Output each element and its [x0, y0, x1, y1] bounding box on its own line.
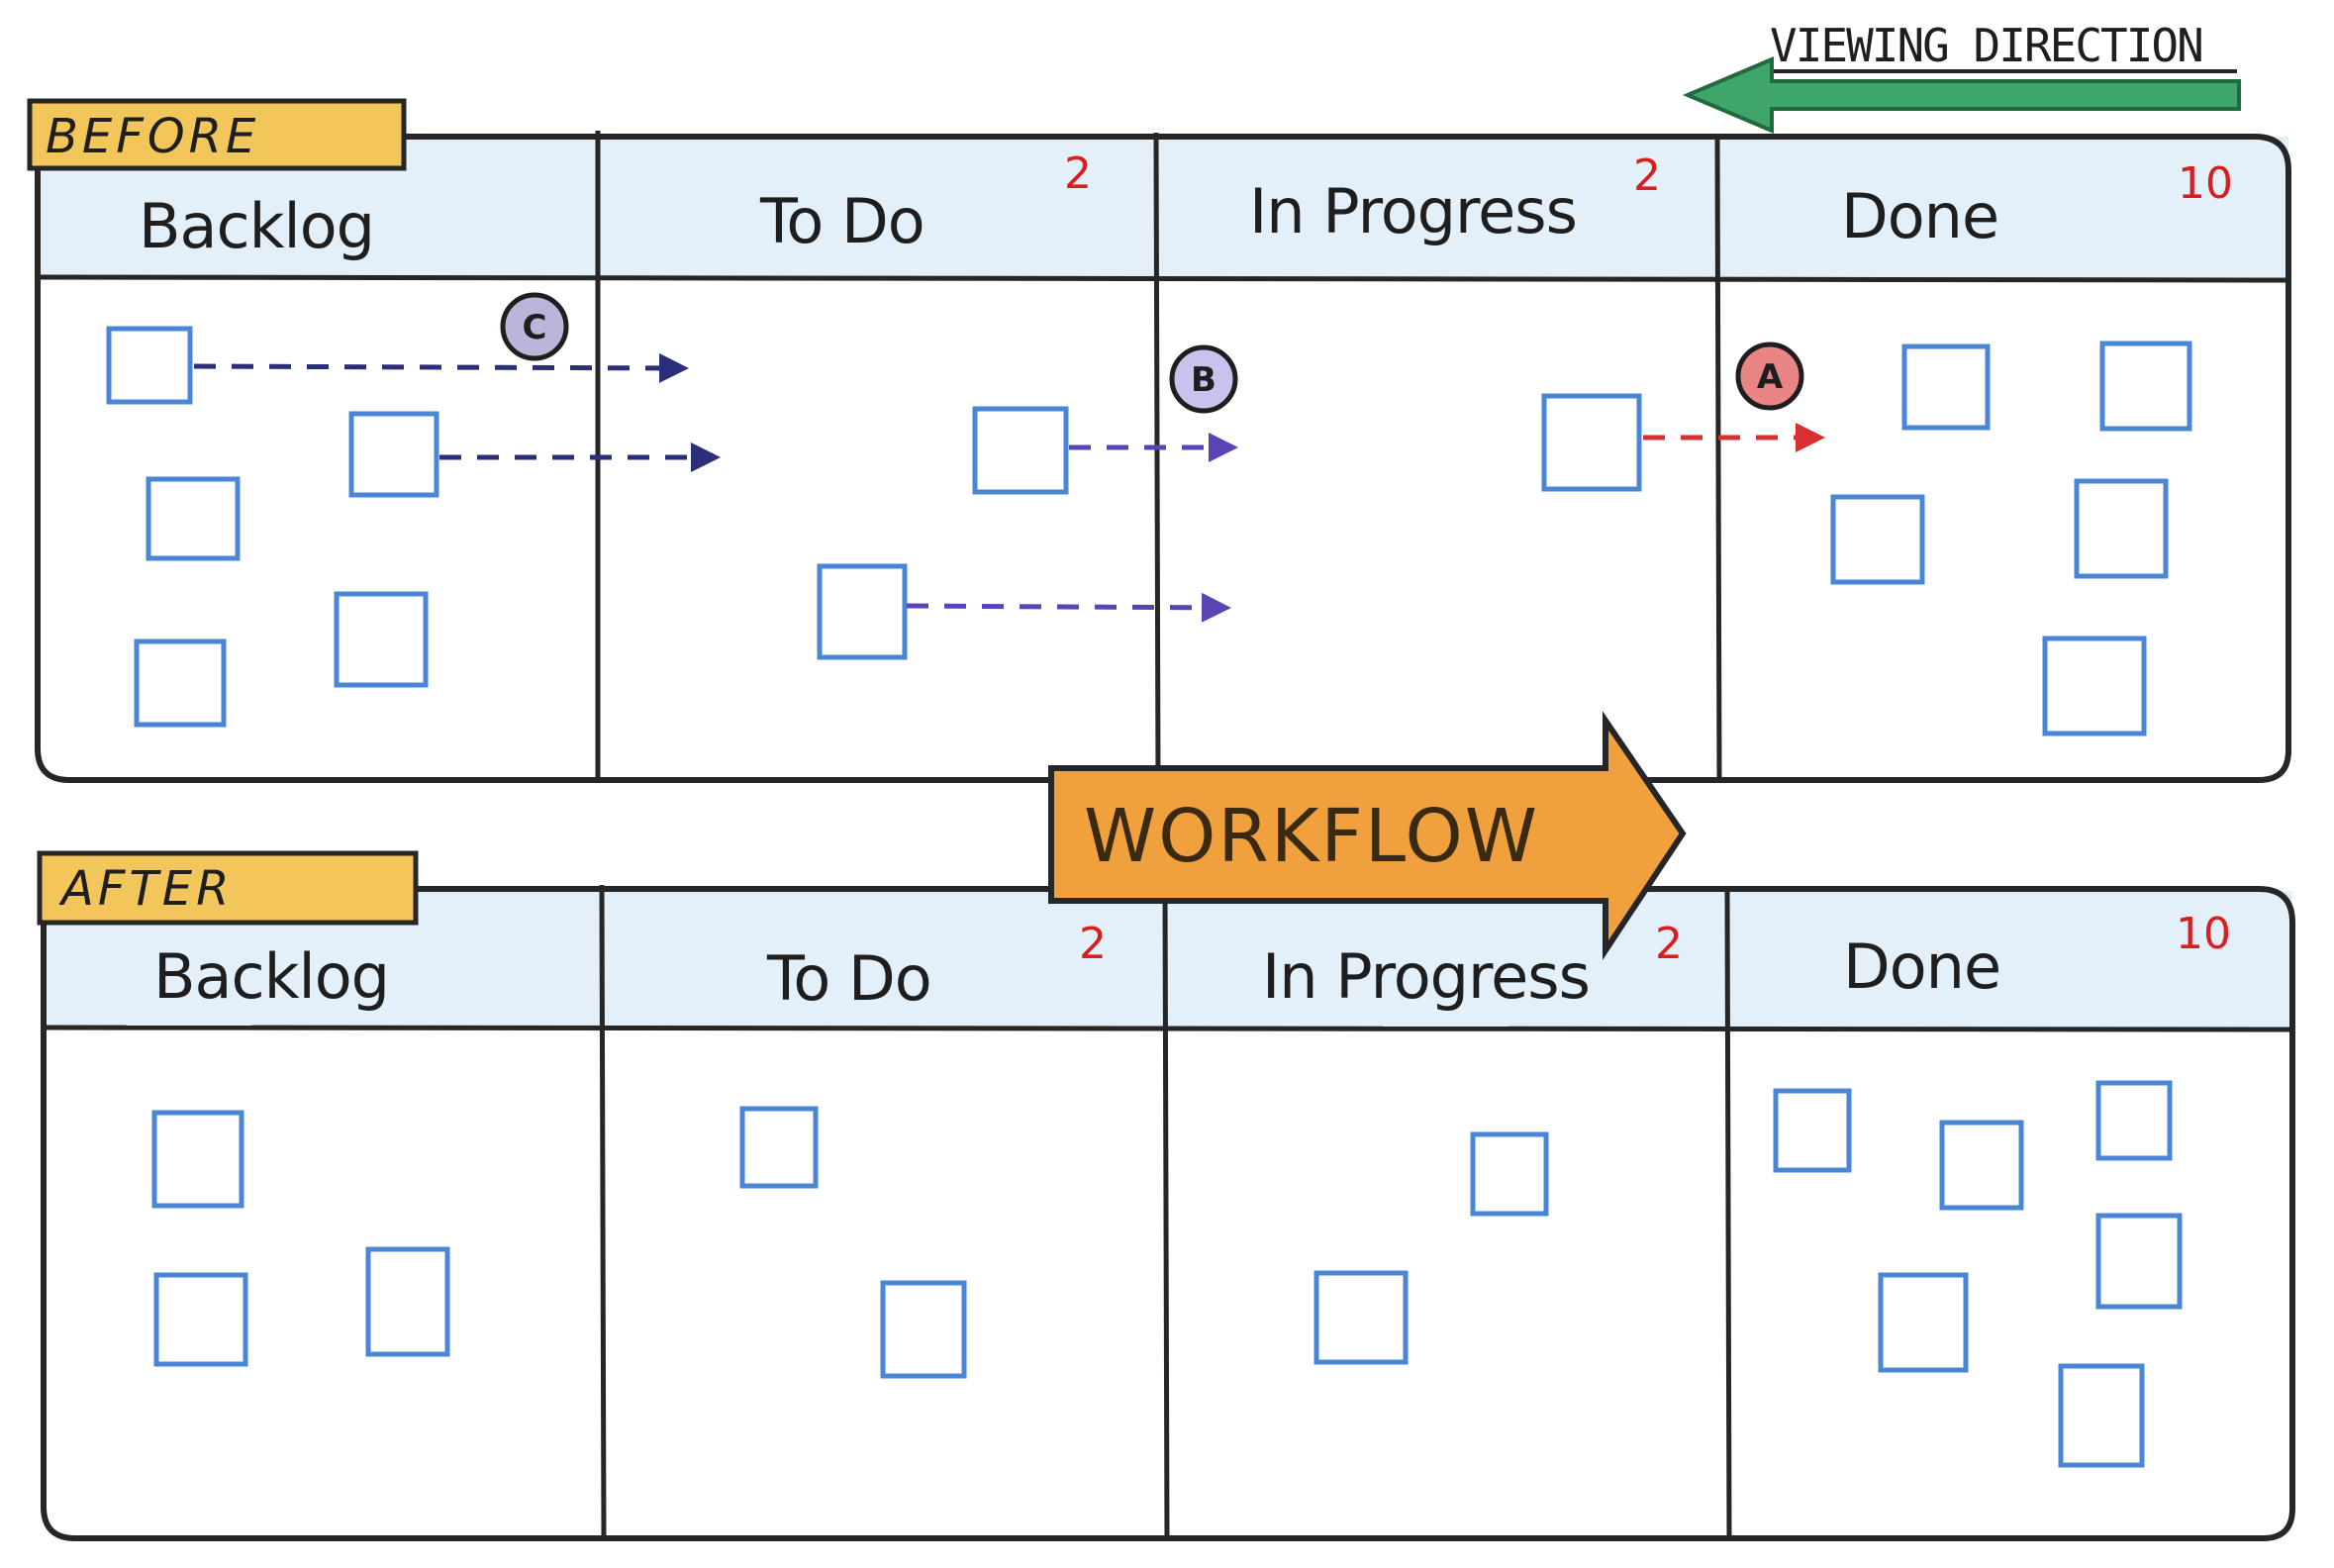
card [739, 1106, 819, 1189]
card [2095, 1080, 2173, 1161]
card [1313, 1270, 1409, 1365]
card [880, 1280, 967, 1379]
after-tag-label: AFTER [58, 861, 233, 917]
card [334, 591, 429, 688]
card [1830, 494, 1925, 585]
card [2095, 1213, 2183, 1310]
marker-c: C [500, 292, 569, 361]
before-tag: BEFORE [27, 98, 407, 171]
move-arrow [906, 592, 1231, 623]
before-wip-todo: 2 [1064, 148, 1092, 199]
after-tag: AFTER [37, 850, 419, 926]
card [2042, 636, 2147, 736]
card [1470, 1131, 1549, 1217]
before-wip-inprogress: 2 [1633, 150, 1661, 201]
marker-b: B [1169, 344, 1238, 414]
after-wip-inprogress: 2 [1655, 919, 1683, 969]
card [1541, 393, 1642, 492]
card [134, 638, 227, 728]
before-col-backlog: Backlog [139, 190, 374, 262]
card [153, 1272, 248, 1367]
before-board: BEFORE Backlog To Do In Progress Done 2 … [27, 98, 2291, 783]
after-col-inprogress: In Progress [1262, 940, 1590, 1013]
marker-a-label: A [1757, 357, 1784, 397]
card [348, 411, 439, 498]
after-col-todo: To Do [766, 942, 931, 1015]
card [151, 1110, 244, 1209]
after-col-backlog: Backlog [153, 940, 389, 1013]
before-tag-label: BEFORE [46, 109, 259, 164]
card [2099, 341, 2192, 432]
card [2058, 1363, 2145, 1468]
card [146, 476, 241, 561]
card [972, 406, 1069, 495]
workflow-label: WORKFLOW [1084, 794, 1539, 879]
workflow-arrow: WORKFLOW [1048, 711, 1687, 960]
viewing-direction-label: VIEWING DIRECTION [1770, 19, 2202, 72]
after-board-frame [41, 886, 2295, 1541]
before-col-todo: To Do [759, 185, 924, 257]
card [1939, 1120, 2024, 1211]
after-wip-done: 10 [2176, 909, 2231, 959]
marker-b-label: B [1191, 360, 1216, 400]
card [2074, 478, 2169, 579]
card [817, 563, 908, 660]
card [1773, 1088, 1852, 1173]
after-wip-todo: 2 [1079, 919, 1107, 969]
card [106, 326, 193, 405]
marker-a: A [1735, 342, 1804, 411]
before-board-frame [35, 134, 2291, 783]
viewing-direction-arrow [1682, 55, 2241, 135]
after-col-done: Done [1843, 931, 2000, 1003]
after-board: AFTER Backlog To Do In Progress Done 2 2… [37, 850, 2295, 1541]
viewing-direction-indicator: VIEWING DIRECTION [1682, 19, 2241, 135]
card [365, 1246, 450, 1357]
before-col-inprogress: In Progress [1249, 175, 1577, 247]
marker-c-label: C [523, 308, 547, 347]
before-col-done: Done [1841, 180, 1998, 252]
card [1878, 1272, 1969, 1373]
card [1901, 343, 1991, 431]
move-arrow [193, 352, 689, 383]
before-wip-done: 10 [2178, 158, 2233, 209]
